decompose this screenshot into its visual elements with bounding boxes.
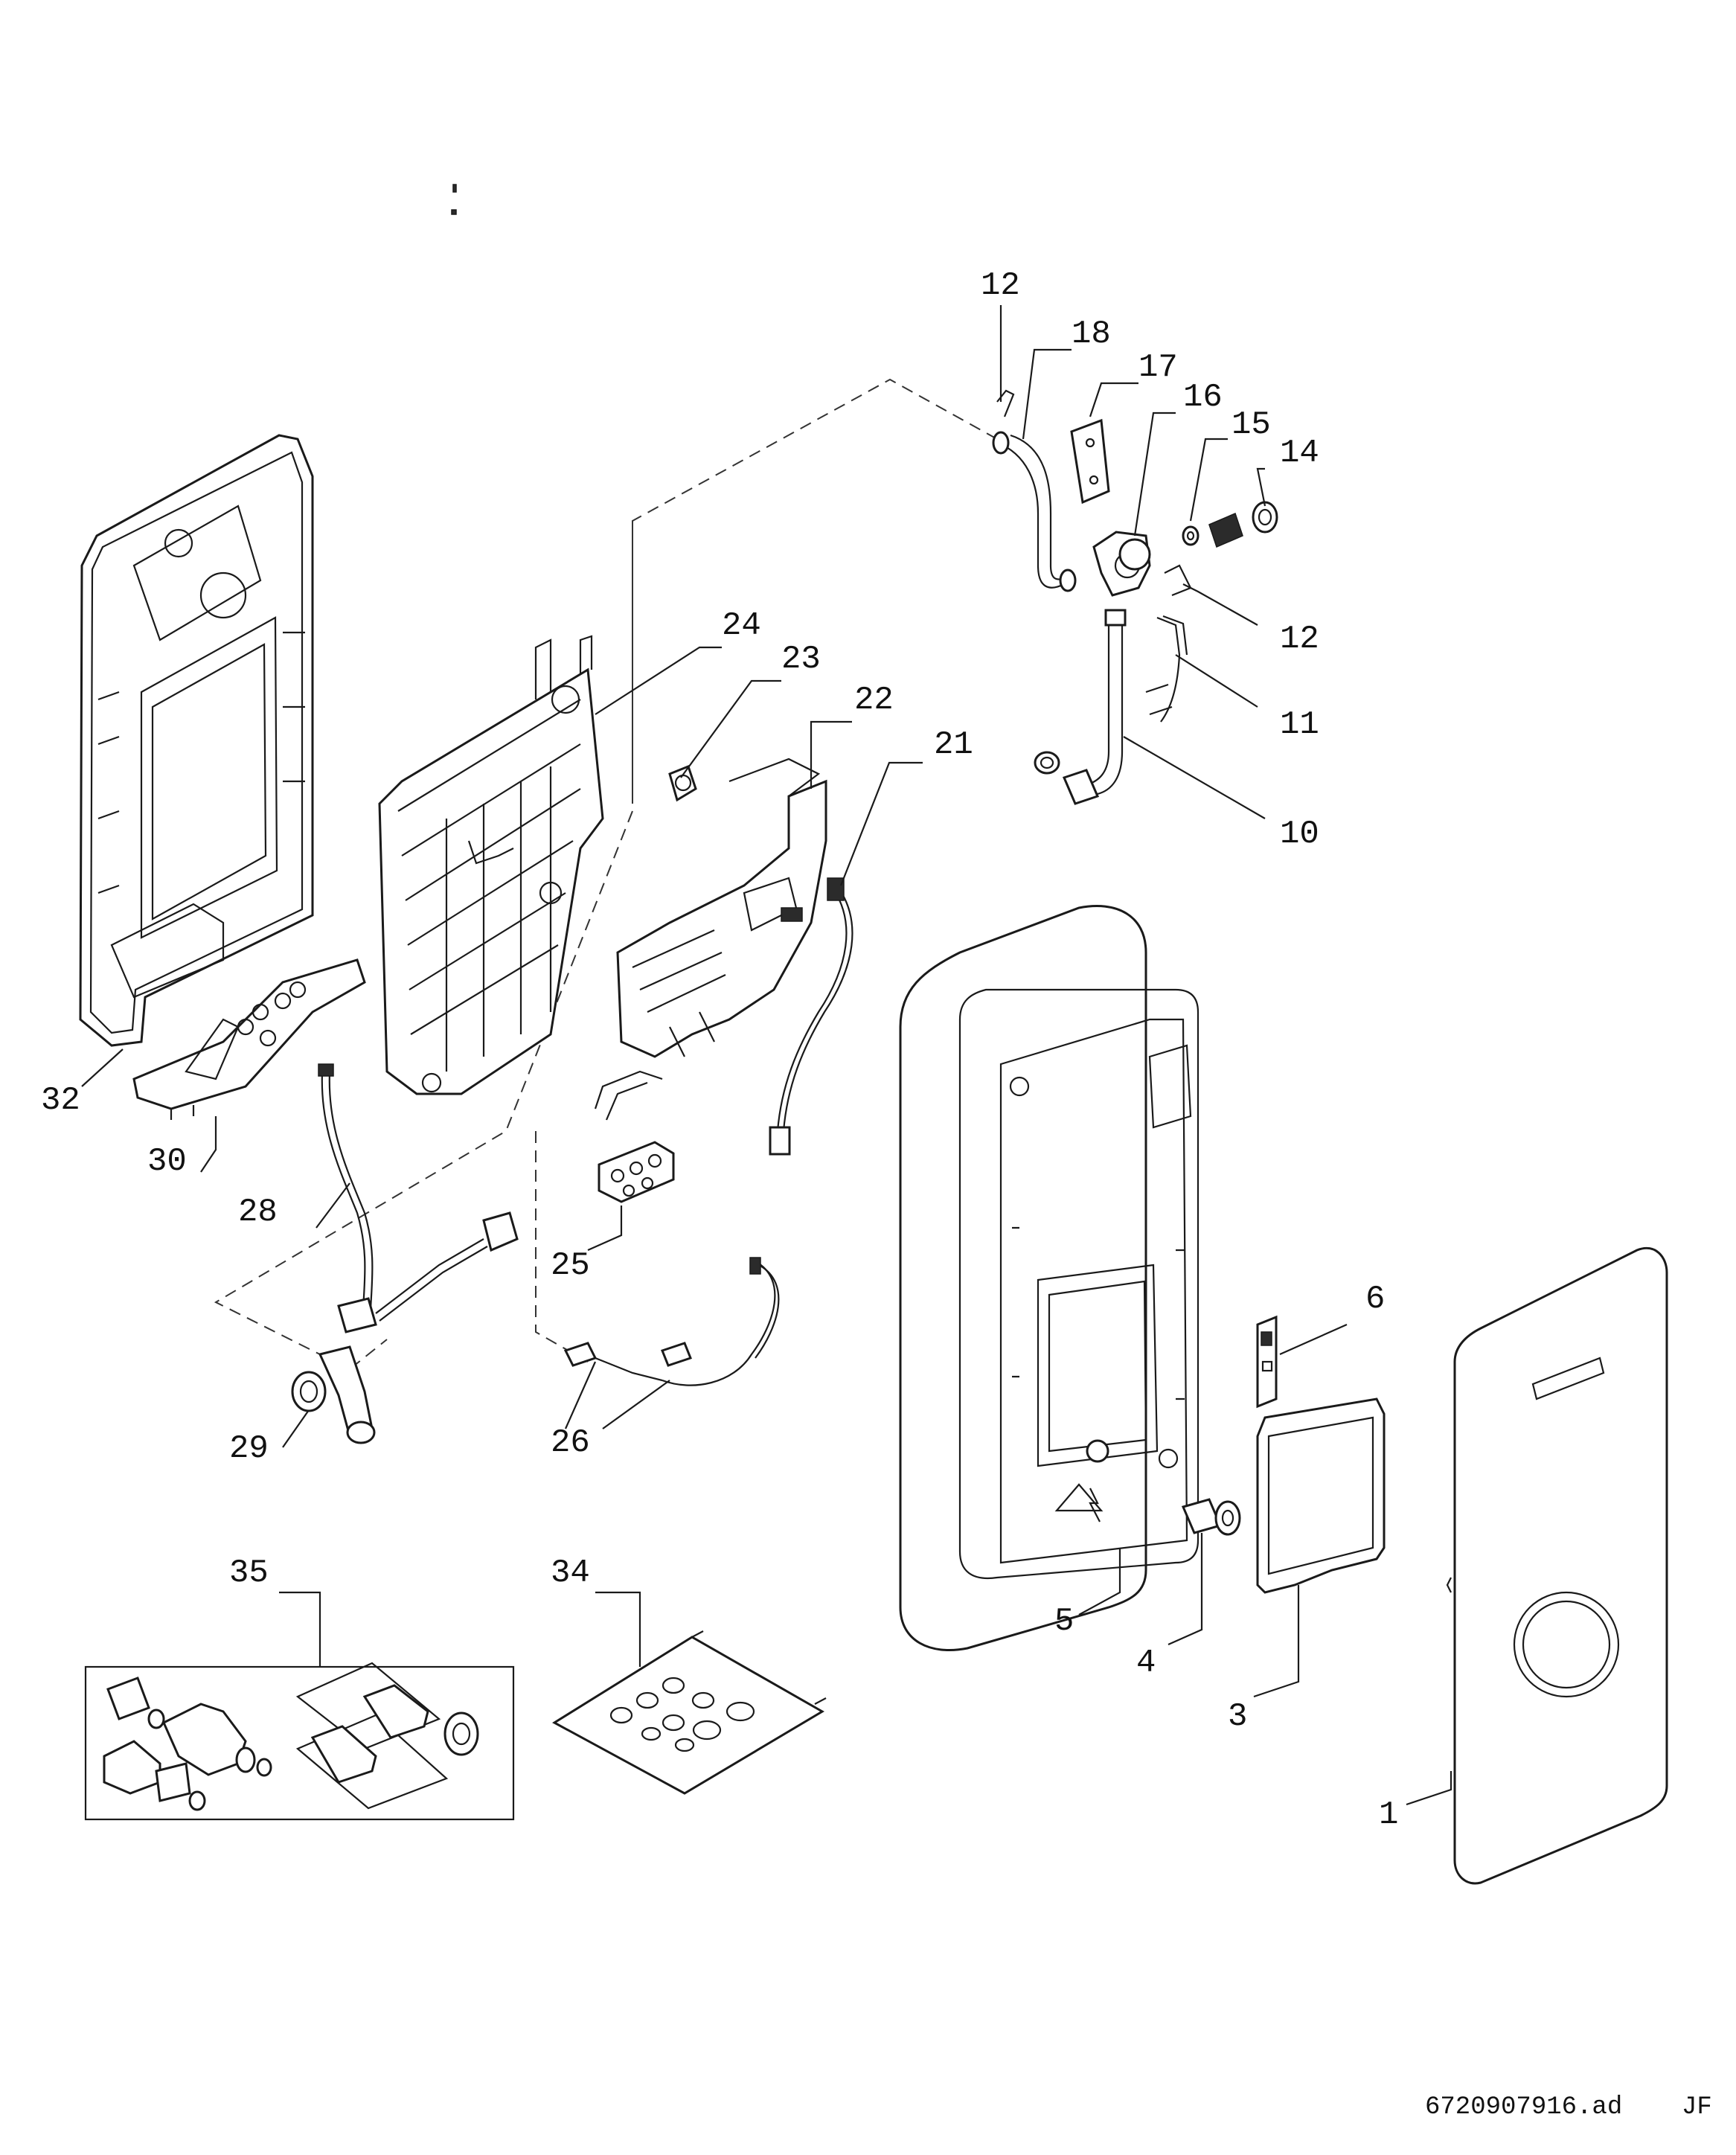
drawing-initials: JF [1682,2093,1712,2122]
part-35-fittings-kit [84,1662,515,1821]
part-3-frame-cover [1256,1397,1386,1594]
part-26-sensor-cables [563,1257,780,1386]
label-22: 22 [854,682,894,719]
label-3: 3 [1228,1698,1247,1735]
label-21: 21 [934,726,973,763]
part-10-hose [1034,609,1127,805]
label-30: 30 [147,1143,187,1180]
label-14: 14 [1280,435,1319,472]
part-25-terminal-block [598,1141,675,1203]
part-15-washer [1182,525,1199,546]
footer: 6720907916.ad JF [1425,2093,1712,2122]
label-28: 28 [238,1194,278,1231]
leader-lines [81,305,1452,1806]
part-14-connector [1208,501,1278,548]
label-29: 29 [229,1430,269,1467]
part-4-knob [1181,1498,1241,1536]
label-25: 25 [551,1247,590,1284]
label-6: 6 [1365,1281,1385,1318]
part-11-sensor [1145,615,1188,723]
label-4: 4 [1136,1645,1156,1682]
part-22-electronics-module [594,758,827,1121]
part-24-heating-block [378,635,604,1095]
label-17: 17 [1138,349,1178,386]
label-35: 35 [229,1554,269,1592]
part-30-bottom-bracket [132,958,366,1120]
label-1: 1 [1379,1796,1398,1834]
label-15: 15 [1231,406,1271,444]
label-16: 16 [1183,379,1223,416]
label-18: 18 [1072,316,1111,353]
part-28-hose [318,1063,519,1333]
label-26: 26 [551,1424,590,1461]
label-10: 10 [1280,816,1319,853]
stray-mark [451,184,457,215]
part-5-casing [899,905,1199,1652]
part-1-front-panel [1446,1246,1668,1885]
part-29-pipe-fitting [291,1345,376,1444]
part-labels: 12 18 17 16 15 14 12 11 10 24 23 22 21 2… [41,267,1398,1834]
part-12-clip-top [996,389,1015,417]
part-17-bracket [1070,418,1110,505]
part-34-seal-bag [552,1630,827,1795]
label-11: 11 [1280,706,1319,743]
part-16-valve [1092,531,1151,597]
label-32: 32 [41,1082,80,1119]
label-23: 23 [781,641,821,678]
part-32-back-frame [79,434,314,1047]
label-24: 24 [722,607,761,644]
part-23-fitting [668,765,697,802]
part-12-clip-mid [1164,564,1192,597]
assembly-dashed-lines [214,378,998,1371]
label-12-top: 12 [981,267,1020,304]
drawing-number: 6720907916.ad [1425,2093,1622,2122]
part-18-pipe [992,431,1077,592]
part-21-cable-harness [769,877,853,1156]
label-34: 34 [551,1554,590,1592]
label-5: 5 [1054,1603,1074,1640]
label-12-mid: 12 [1280,621,1319,658]
part-6-display-panel [1256,1315,1278,1409]
